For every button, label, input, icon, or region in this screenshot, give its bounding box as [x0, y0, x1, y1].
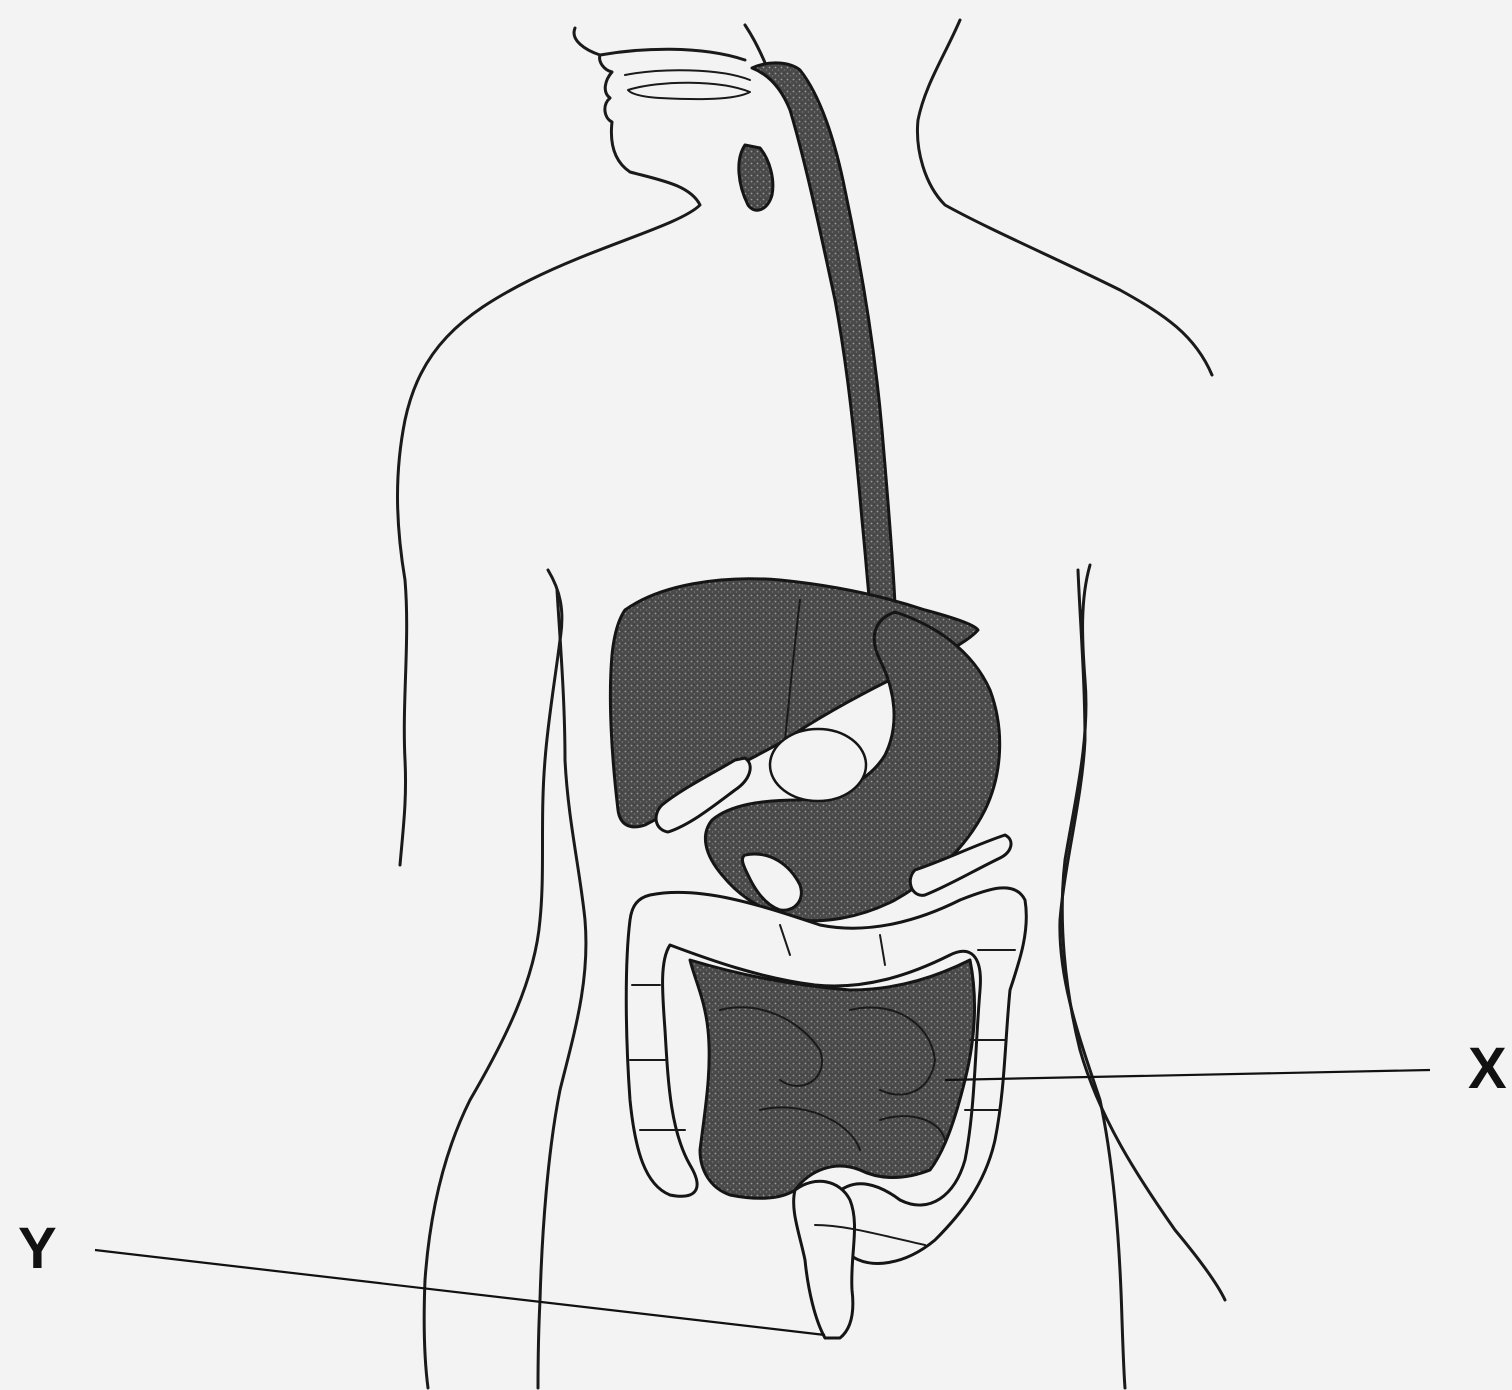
label-x: X: [1468, 1040, 1507, 1098]
palate: [625, 70, 750, 80]
mouth-region: [625, 70, 773, 210]
stomach-lumen-highlight: [770, 729, 866, 801]
epiglottis: [739, 145, 773, 210]
oesophagus: [752, 63, 895, 605]
label-y-leader-line: [95, 1250, 825, 1335]
waist-left-inner: [538, 590, 586, 1388]
neck-right-shoulder: [917, 20, 1212, 375]
tongue: [628, 83, 750, 99]
label-x-leader-line: [945, 1070, 1430, 1080]
small-intestine: [690, 960, 975, 1198]
waist-right-inner: [1060, 570, 1125, 1388]
rectum: [794, 1181, 855, 1338]
label-y: Y: [18, 1220, 57, 1278]
waist-right-outer: [1062, 565, 1225, 1300]
upper-lip: [600, 49, 745, 60]
